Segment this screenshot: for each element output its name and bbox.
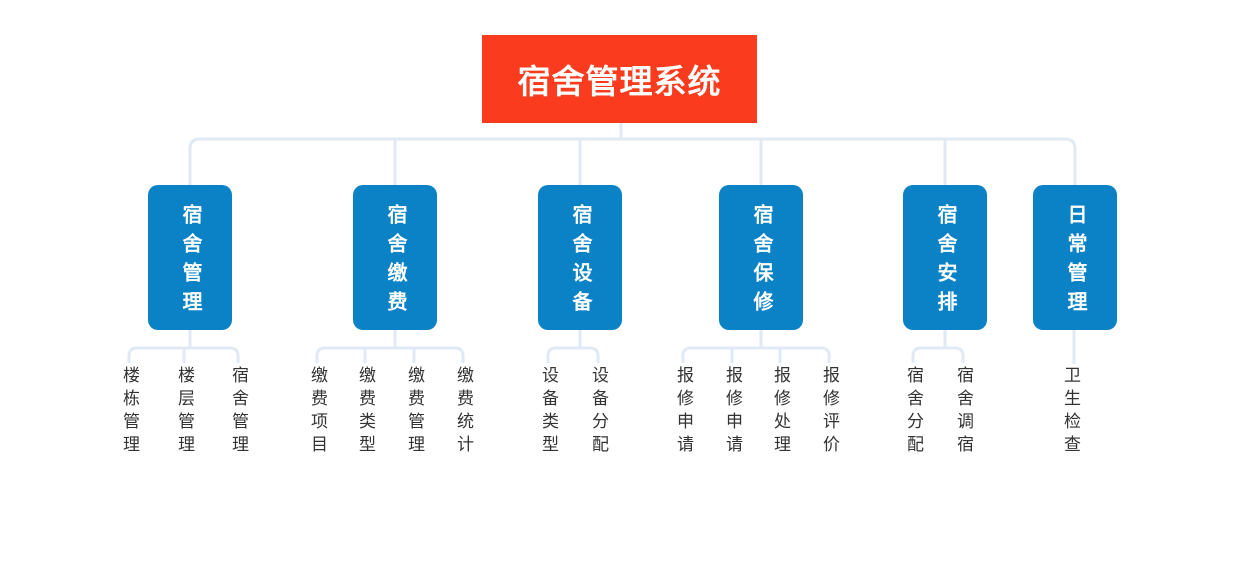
branch-node-2-label: 宿舍缴费 [384, 204, 406, 320]
branch-node-3[interactable]: 宿舍设备 [538, 185, 622, 330]
leaf-node[interactable]: 楼栋管理 [120, 366, 139, 458]
root-node-label: 宿舍管理系统 [517, 63, 722, 100]
leaf-node[interactable]: 宿舍调宿 [954, 366, 973, 458]
branch-node-1-label: 宿舍管理 [179, 204, 201, 320]
leaf-node[interactable]: 缴费类型 [356, 366, 375, 458]
branch-node-6-label: 日常管理 [1064, 204, 1086, 320]
leaf-node[interactable]: 缴费管理 [405, 366, 424, 458]
branch-node-1[interactable]: 宿舍管理 [148, 185, 232, 330]
leaf-node[interactable]: 设备类型 [539, 366, 558, 458]
leaf-node[interactable]: 报修处理 [771, 366, 790, 458]
leaf-node[interactable]: 缴费统计 [454, 366, 473, 458]
branch4-rail-line [681, 346, 831, 363]
leaf-node[interactable]: 卫生检查 [1061, 366, 1080, 458]
branch3-rail-line [546, 346, 600, 363]
branch-node-5-label: 宿舍安排 [934, 204, 956, 320]
branch-node-5[interactable]: 宿舍安排 [903, 185, 987, 330]
branch5-rail-line [911, 346, 965, 363]
branch-node-4-label: 宿舍保修 [750, 204, 772, 320]
leaf-node[interactable]: 报修评价 [820, 366, 839, 458]
leaf-node[interactable]: 楼层管理 [175, 366, 194, 458]
top-rail-line [188, 137, 1077, 186]
leaf-node[interactable]: 缴费项目 [308, 366, 327, 458]
leaf-node[interactable]: 报修申请 [674, 366, 693, 458]
leaf-node[interactable]: 宿舍分配 [904, 366, 923, 458]
root-node[interactable]: 宿舍管理系统 [482, 35, 757, 123]
leaf-node[interactable]: 报修申请 [723, 366, 742, 458]
branch-node-4[interactable]: 宿舍保修 [719, 185, 803, 330]
branch-node-3-label: 宿舍设备 [569, 204, 591, 320]
leaf-node[interactable]: 宿舍管理 [229, 366, 248, 458]
branch1-rail-line [127, 346, 240, 363]
leaf-node[interactable]: 设备分配 [589, 366, 608, 458]
branch-node-6[interactable]: 日常管理 [1033, 185, 1117, 330]
branch2-rail-line [315, 346, 465, 363]
branch-node-2[interactable]: 宿舍缴费 [353, 185, 437, 330]
